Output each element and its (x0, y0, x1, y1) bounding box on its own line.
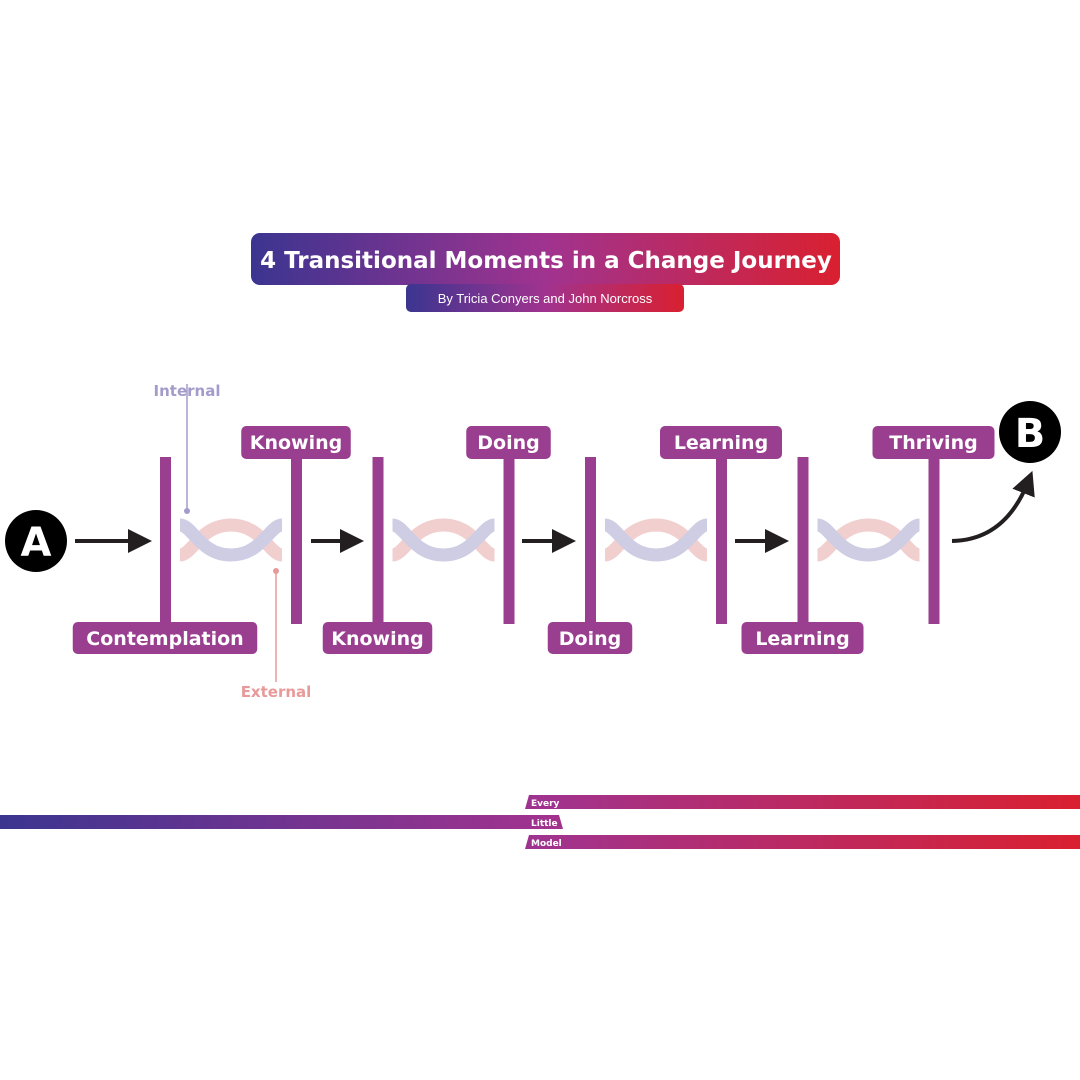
internal-strand (603, 518, 709, 562)
from-stage-label: Contemplation (86, 628, 243, 650)
end-label: B (1015, 411, 1046, 457)
footer-little: Little (531, 819, 558, 829)
from-stage-tag (72, 622, 258, 654)
footer-stripe-every (525, 795, 1080, 809)
transition-bar-start (797, 457, 809, 624)
from-stage-label: Knowing (331, 628, 424, 650)
external-strand (390, 518, 497, 562)
footer-every: Every (531, 799, 560, 809)
to-stage-tag (241, 426, 351, 459)
transition-bar-start (372, 457, 384, 624)
footer-stripe-model (525, 835, 1080, 849)
from-stage-tag (322, 622, 433, 654)
title-banner (251, 233, 840, 285)
external-dot (273, 568, 279, 574)
external-strand (815, 518, 922, 562)
transition-bar-end (291, 457, 302, 624)
subtitle-banner (406, 284, 684, 312)
end-point-b (999, 401, 1061, 463)
from-stage-label: Learning (755, 628, 849, 650)
final-arrow (951, 470, 1035, 543)
internal-label: Internal (154, 382, 221, 400)
subtitle: By Tricia Conyers and John Norcross (438, 291, 653, 306)
external-strand (603, 518, 709, 562)
internal-strand (390, 518, 497, 562)
from-stage-label: Doing (559, 628, 621, 650)
from-stage-tag (741, 622, 864, 654)
from-stage-tag (547, 622, 633, 654)
title: 4 Transitional Moments in a Change Journ… (260, 248, 832, 274)
to-stage-label: Knowing (250, 432, 343, 454)
stage-3: Doing Learning (522, 426, 782, 654)
stage-1: Contemplation Knowing (72, 426, 351, 654)
start-point-a (5, 510, 67, 572)
transition-bar-end (503, 457, 515, 624)
to-stage-label: Thriving (889, 432, 977, 454)
internal-strand (815, 518, 922, 562)
to-stage-label: Learning (674, 432, 768, 454)
stage-4: Learning Thriving (735, 426, 995, 654)
transition-bar-end (716, 457, 727, 624)
footer-stripe-little (0, 815, 563, 829)
start-label: A (21, 520, 52, 566)
external-label: External (241, 683, 312, 701)
transition-bar-start (585, 457, 596, 624)
to-stage-tag (872, 426, 995, 459)
to-stage-tag (466, 426, 551, 459)
internal-strand (178, 518, 284, 562)
internal-dot (184, 508, 190, 514)
stage-2: Knowing Doing (311, 426, 551, 654)
transition-bar-start (160, 457, 171, 624)
external-strand (178, 518, 284, 562)
to-stage-tag (660, 426, 782, 459)
transition-bar-end (928, 457, 940, 624)
to-stage-label: Doing (477, 432, 539, 454)
footer-model: Model (531, 839, 562, 849)
